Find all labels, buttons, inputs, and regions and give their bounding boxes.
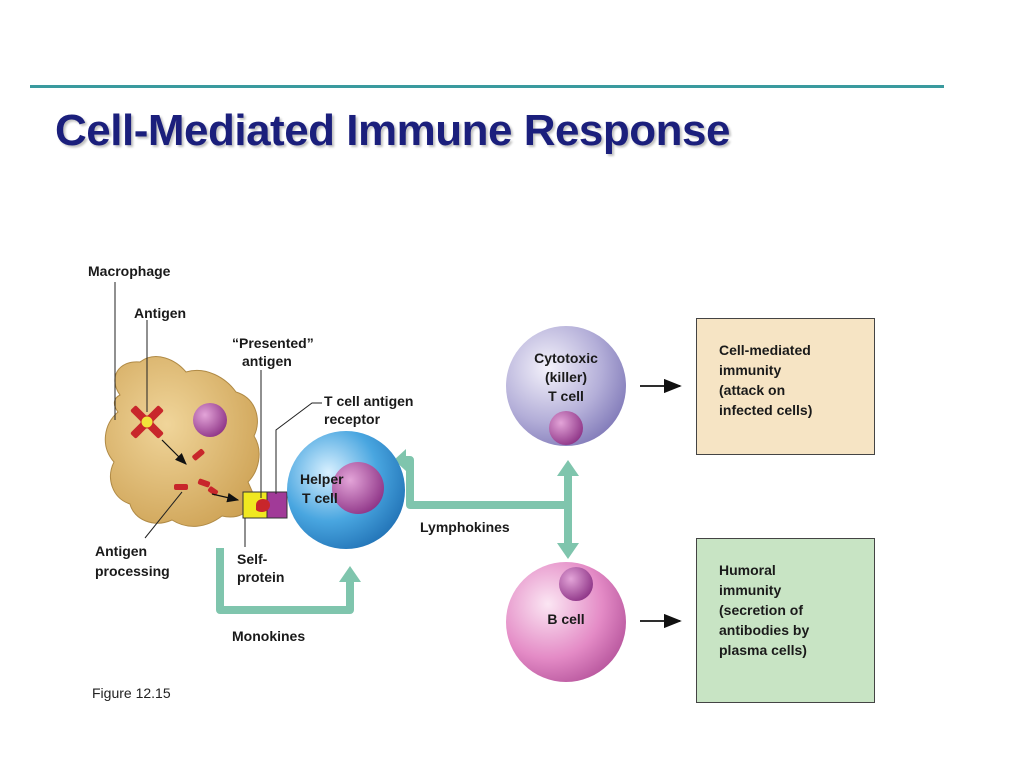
humoral-line: immunity — [719, 582, 782, 598]
bcell-label: B cell — [547, 611, 585, 627]
antigen-fragment — [192, 449, 205, 461]
macrophage-label: Macrophage — [88, 263, 171, 279]
cell-mediated-line: infected cells) — [719, 402, 813, 418]
title-rule — [30, 85, 944, 88]
antigen-fragment — [207, 486, 219, 496]
humoral-line: antibodies by — [719, 622, 810, 638]
humoral-line: Humoral — [719, 562, 776, 578]
cytotoxic-tcell-nucleus — [549, 411, 583, 445]
helper-tcell-nucleus — [332, 462, 384, 514]
cell-mediated-line: Cell-mediated — [719, 342, 811, 358]
antigen-processing-label-2: processing — [95, 563, 170, 579]
lymphokines-arrow — [404, 456, 572, 509]
processing-arrow — [211, 492, 240, 503]
helper-arrowhead — [394, 449, 406, 471]
cell-mediated-text: Cell-mediated immunity (attack on infect… — [719, 340, 812, 420]
antigen-fragments — [174, 449, 219, 496]
humoral-box — [696, 538, 875, 703]
antigen-fragment — [174, 484, 188, 490]
figure-caption: Figure 12.15 — [92, 685, 171, 701]
self-protein-label-2: protein — [237, 569, 285, 585]
processing-leader — [144, 491, 183, 539]
antigen-processing-label-1: Antigen — [95, 543, 148, 559]
antigen-particle — [130, 405, 164, 439]
cytotoxic-label-1: Cytotoxic — [534, 350, 598, 366]
pathway-arrowheads — [339, 449, 579, 582]
humoral-text: Humoral immunity (secretion of antibodie… — [719, 560, 809, 660]
lymphokines-label: Lymphokines — [420, 519, 510, 535]
humoral-line: (secretion of — [719, 602, 804, 618]
helper-tcell-label-1: Helper — [300, 471, 344, 487]
monokines-arrowhead — [339, 566, 361, 582]
processing-arrow — [161, 439, 187, 465]
cell-mediated-box — [696, 318, 875, 455]
antigen-label: Antigen — [134, 305, 187, 321]
monokines-arrow — [216, 548, 354, 614]
antigen-fragment — [197, 478, 211, 488]
macrophage-nucleus — [193, 403, 227, 437]
self-protein-label-1: Self- — [237, 551, 268, 567]
slide-title: Cell-Mediated Immune Response — [55, 106, 730, 155]
cell-mediated-line: immunity — [719, 362, 782, 378]
receptor-leader — [275, 402, 322, 494]
helper-tcell-label-2: T cell — [302, 490, 338, 506]
b-cell-nucleus — [559, 567, 593, 601]
b-cell — [506, 562, 626, 682]
macrophage-cell — [104, 356, 260, 527]
cytotoxic-label-3: T cell — [548, 388, 584, 404]
cytotoxic-label-2: (killer) — [544, 369, 587, 385]
presented-antigen-label-1: “Presented” — [232, 335, 314, 351]
cell-mediated-line: (attack on — [719, 382, 786, 398]
cytotoxic-arrowhead — [557, 460, 579, 476]
cytotoxic-tcell — [506, 326, 626, 446]
monokines-label: Monokines — [232, 628, 306, 644]
presented-antigen — [256, 499, 270, 513]
humoral-line: plasma cells) — [719, 642, 807, 658]
pathway-arrows — [216, 456, 572, 614]
tcell-receptor-label-2: receptor — [324, 411, 381, 427]
bcell-arrowhead — [557, 543, 579, 559]
tcell-receptor-label-1: T cell antigen — [324, 393, 414, 409]
presented-antigen-label-2: antigen — [242, 353, 292, 369]
